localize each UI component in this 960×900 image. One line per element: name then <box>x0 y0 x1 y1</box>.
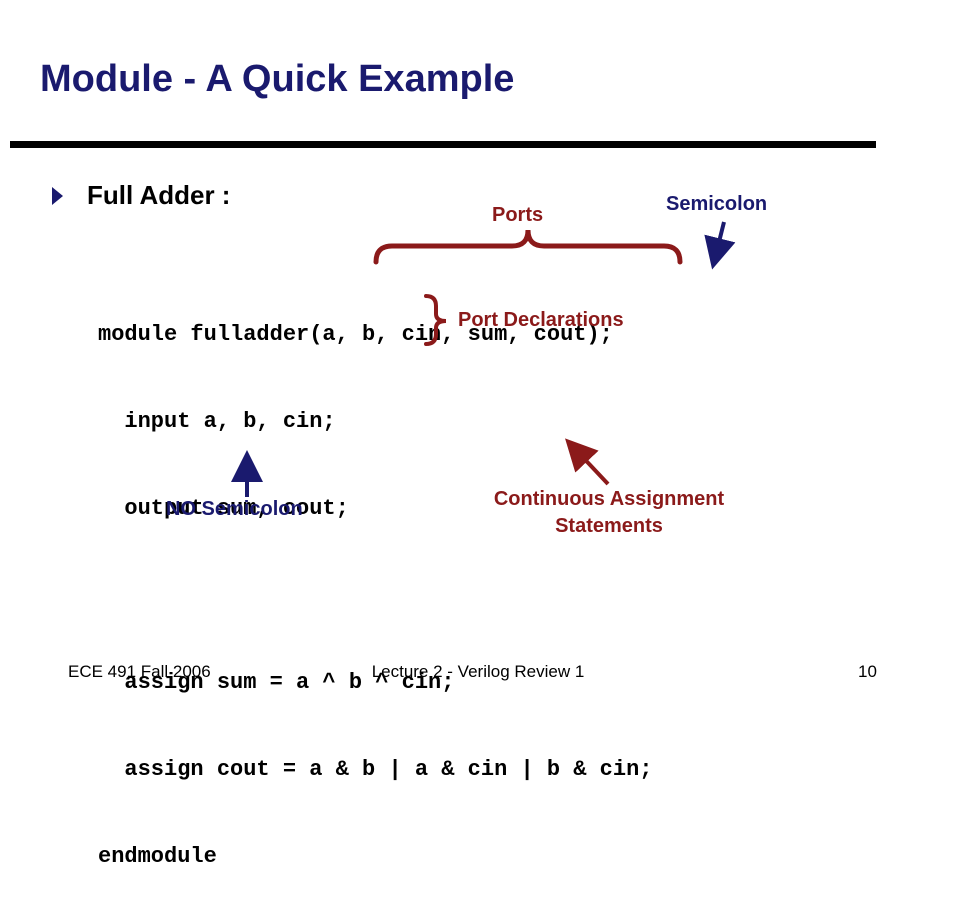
bullet-arrow-icon <box>52 186 63 205</box>
port-declarations-brace <box>424 294 447 346</box>
code-line: assign sum = a ^ b ^ cin; <box>98 670 455 695</box>
semicolon-label: Semicolon <box>666 193 768 215</box>
port-declarations-label: Port Declarations <box>458 309 624 331</box>
footer-course: ECE 491 Fall 2006 <box>68 662 211 681</box>
continuous-assignment-arrow <box>565 438 610 486</box>
slide-title: Module - A Quick Example <box>40 58 515 100</box>
no-semicolon-label: NO Semicolon <box>166 498 303 520</box>
code-line: assign cout = a & b | a & cin | b & cin; <box>98 757 653 782</box>
code-line: output sum, cout; <box>98 496 349 521</box>
footer-page-number: 10 <box>858 662 877 681</box>
code-line: input a, b, cin; <box>98 409 336 434</box>
bullet-item: Full Adder : <box>52 180 230 211</box>
continuous-assignment-line2: Statements <box>555 515 663 537</box>
title-divider <box>10 141 876 148</box>
annotation-overlay <box>231 221 736 497</box>
ports-label: Ports <box>492 204 544 226</box>
continuous-assignment-label: Continuous Assignment Statements <box>454 488 764 538</box>
semicolon-arrow <box>704 221 736 270</box>
ports-brace <box>373 229 683 265</box>
code-line: endmodule <box>98 844 217 869</box>
bullet-text: Full Adder : <box>87 180 231 210</box>
footer-lecture: Lecture 2 - Verilog Review 1 <box>371 662 585 681</box>
continuous-assignment-line1: Continuous Assignment <box>493 488 725 510</box>
